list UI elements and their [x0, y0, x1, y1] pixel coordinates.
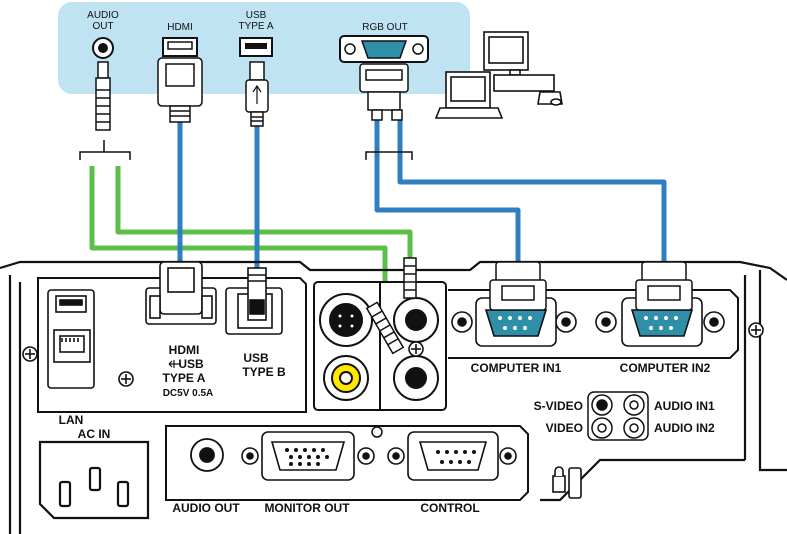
computer-in2-label: COMPUTER IN2: [620, 361, 711, 375]
hdmi-port-projector: [145, 261, 217, 325]
video-legend-icon: [591, 417, 613, 439]
lan-usb-block: [47, 289, 95, 389]
ac-in-inlet: [38, 440, 150, 520]
control-pins: [436, 450, 476, 464]
video-port: [323, 355, 369, 401]
source-rgb-out-label: RGB OUT: [362, 22, 408, 33]
monitor-out-pins: [285, 448, 329, 466]
s-video-legend-icon: [591, 394, 613, 416]
control-label: CONTROL: [420, 501, 479, 515]
usb-type-b-label-1: USB: [243, 351, 269, 365]
audio-in2-label: AUDIO IN2: [654, 421, 715, 435]
usb-plug-top: [245, 61, 269, 127]
s-video-label: S-VIDEO: [534, 399, 583, 413]
audio-plug-top: [95, 61, 111, 131]
audio-in1-legend-icon: [623, 394, 645, 416]
computer-icon: [434, 31, 563, 119]
audio-out-label: AUDIO OUT: [172, 501, 240, 515]
rgb-cable-bracket: [365, 151, 413, 160]
control-port: [387, 431, 517, 481]
screw-icon: [408, 341, 424, 357]
audio-plug-in-1: [403, 257, 417, 299]
audio-in2-legend-icon: [623, 417, 645, 439]
av-legend-frame: [587, 391, 649, 441]
s-video-port: [319, 293, 373, 347]
audio-in-port-2: [393, 355, 439, 401]
source-hdmi-label: HDMI: [167, 22, 193, 33]
audio-in1-label: AUDIO IN1: [654, 399, 715, 413]
rgb-plug-in2: [635, 261, 693, 311]
rgb-plug-top: [359, 63, 409, 121]
source-rgb-port: [339, 35, 429, 63]
video-label: VIDEO: [546, 421, 583, 435]
usb-type-a-label-2: TYPE A: [163, 371, 206, 385]
screw-icon: [118, 371, 134, 387]
audio-out-port: [190, 438, 224, 472]
usb-type-b-label-2: TYPE B: [242, 365, 286, 379]
computer-in1-label: COMPUTER IN1: [471, 361, 562, 375]
source-usb-label-2: TYPE A: [238, 21, 273, 32]
hdmi-plug-top: [157, 57, 203, 123]
source-audio-out-label-2: OUT: [92, 21, 113, 32]
screw-icon: [22, 346, 38, 362]
usb-type-a-label-1: USB: [178, 357, 204, 371]
source-audio-out-jack: [92, 37, 114, 59]
source-hdmi-port: [162, 37, 198, 57]
ac-in-label: AC IN: [78, 427, 111, 441]
kensington-lock-icon: [552, 466, 582, 499]
hdmi-label: HDMI: [169, 343, 200, 357]
rgb-plug-in1: [489, 261, 547, 311]
bottom-panel: [165, 425, 529, 501]
lan-label: LAN: [59, 413, 84, 427]
source-usb-label-1: USB: [246, 10, 267, 21]
audio-plug-in-2: [365, 301, 405, 355]
monitor-out-label: MONITOR OUT: [264, 501, 350, 515]
usb-type-b-port-projector: [225, 267, 283, 335]
signal-cable: [177, 115, 667, 268]
usb-hub-icon: [168, 360, 181, 368]
usb-power-label: DC5V 0.5A: [163, 388, 214, 399]
audio-cable-bracket: [79, 140, 131, 160]
source-usb-port: [239, 37, 273, 57]
screw-icon: [748, 322, 764, 338]
indicator-hole: [371, 426, 383, 438]
source-audio-out-label-1: AUDIO: [87, 10, 119, 21]
audio-in-port-1: [393, 297, 439, 343]
